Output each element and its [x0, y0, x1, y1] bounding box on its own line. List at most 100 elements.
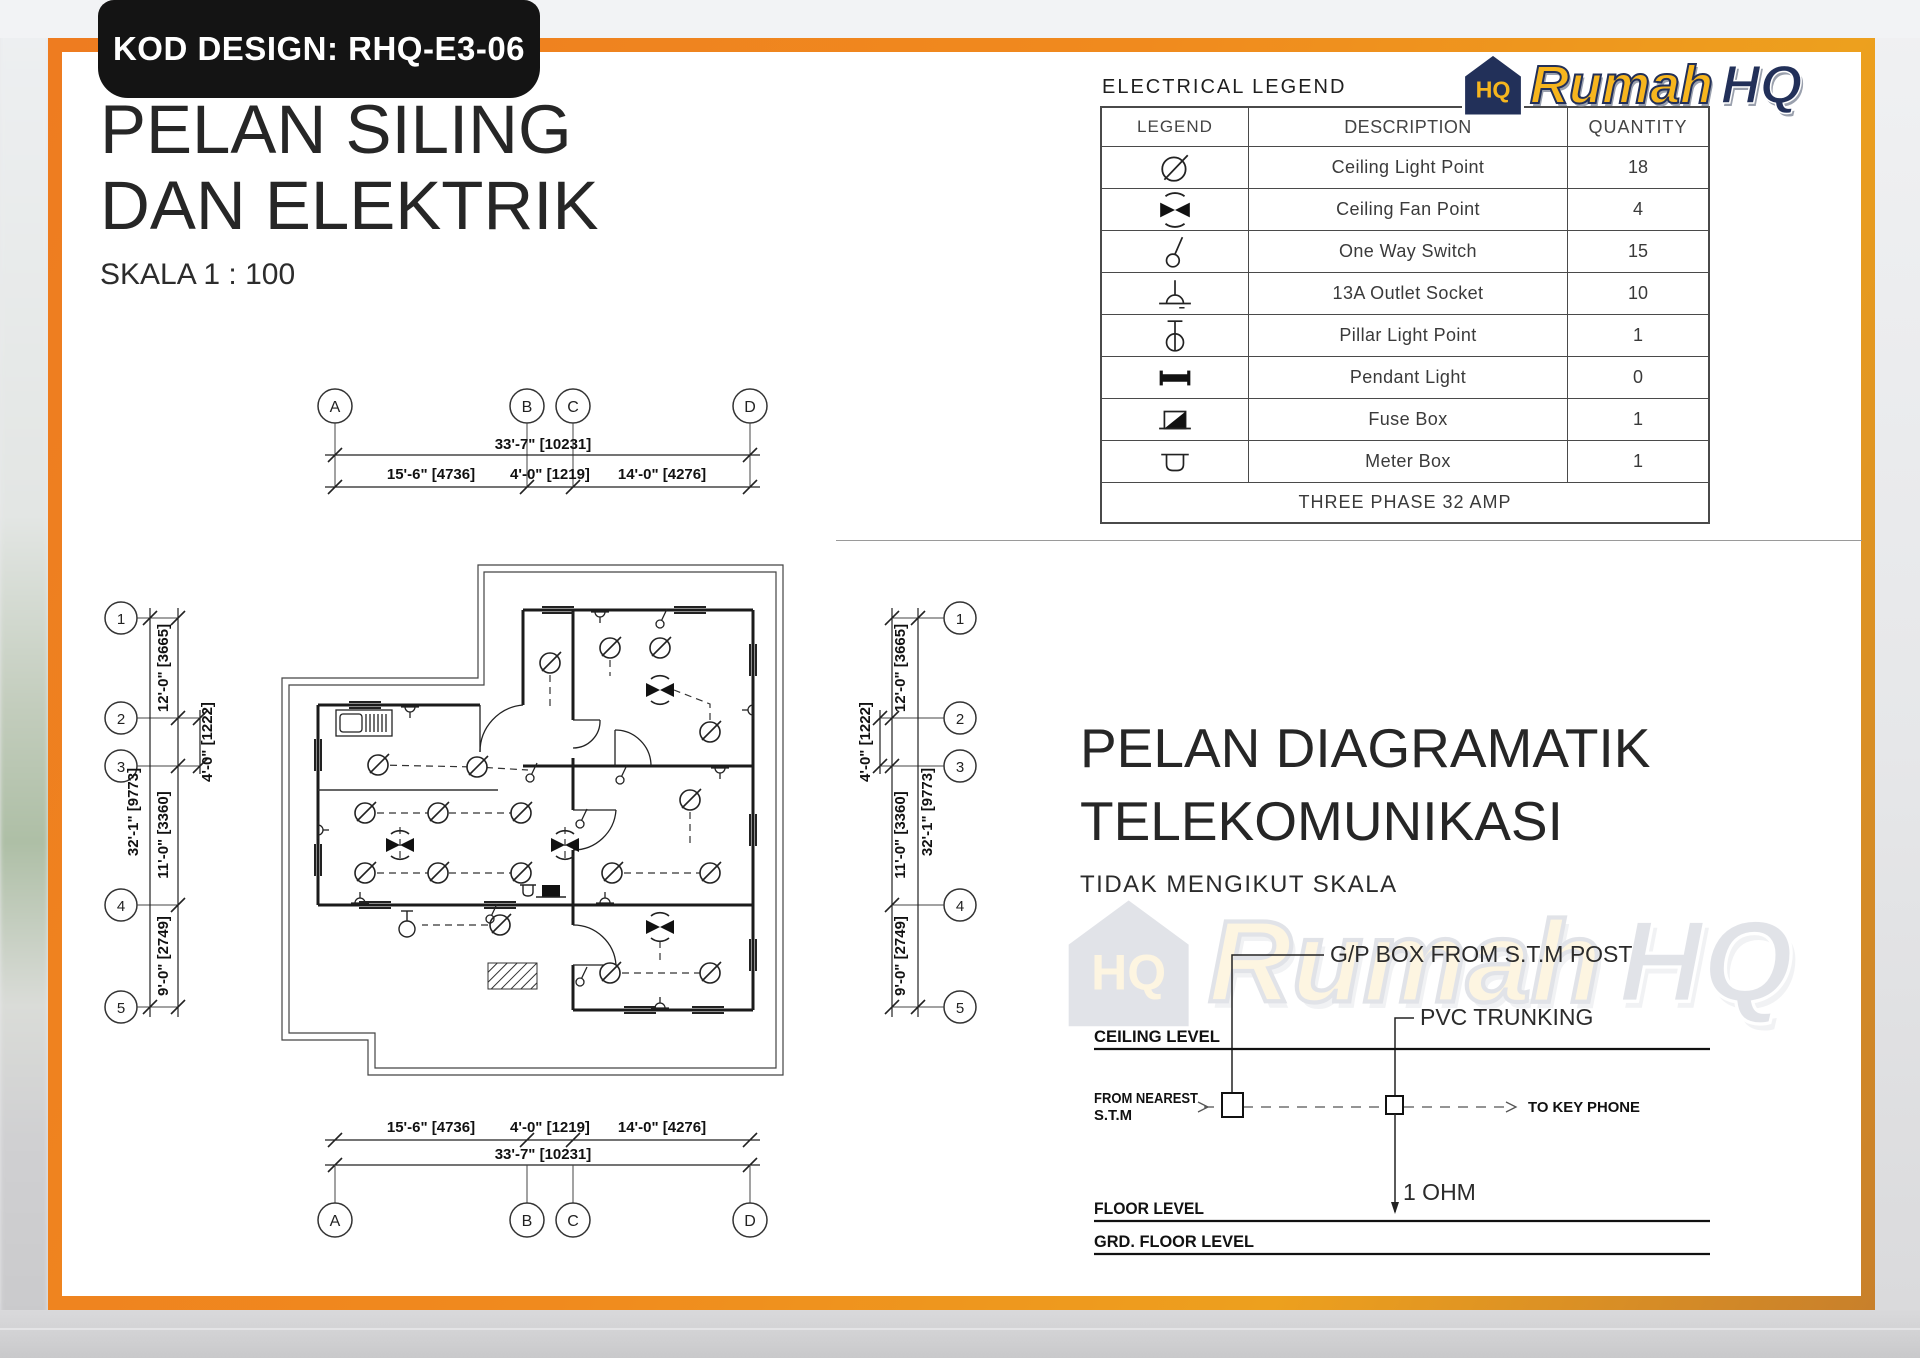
- brand-rumah-text: Rumah: [1529, 54, 1714, 116]
- svg-text:32'-1" [9773]: 32'-1" [9773]: [125, 768, 142, 856]
- svg-text:33'-7" [10231]: 33'-7" [10231]: [495, 1146, 592, 1163]
- from-nearest-label2: S.T.M: [1094, 1107, 1132, 1124]
- svg-text:C: C: [567, 1213, 579, 1230]
- ohm-label: 1 OHM: [1403, 1179, 1476, 1205]
- bottom-dimension-chain: 15'-6" [4736] 4'-0" [1219] 14'-0" [4276]…: [317, 1119, 768, 1238]
- grid-bubble-D: D: [744, 399, 756, 416]
- background-photo-pavement: [0, 1310, 1920, 1358]
- svg-text:12'-0" [3665]: 12'-0" [3665]: [155, 624, 172, 712]
- earth-arrowhead: [1391, 1202, 1399, 1214]
- dim-top-seg2: 4'-0" [1219]: [510, 466, 590, 483]
- svg-text:HQ: HQ: [1091, 945, 1166, 1001]
- dim-top-overall: 33'-7" [10231]: [495, 436, 592, 453]
- svg-text:32'-1" [9773]: 32'-1" [9773]: [919, 768, 936, 856]
- telecom-subtitle: TIDAK MENGIKUT SKALA: [1080, 871, 1398, 899]
- svg-text:11'-0" [3360]: 11'-0" [3360]: [155, 791, 172, 878]
- telecom-title-line1: PELAN DIAGRAMATIK: [1080, 717, 1651, 779]
- sheet-title-block: PELAN SILING DAN ELEKTRIK SKALA 1 : 100: [100, 92, 598, 292]
- svg-text:15'-6" [4736]: 15'-6" [4736]: [387, 1119, 475, 1136]
- page-title-line2: DAN ELEKTRIK: [100, 166, 599, 244]
- top-dimension-chain: A B C D 33'-7" [10231] 15'-6" [4736] 4'-…: [317, 388, 768, 495]
- grid-bubble-2: 2: [117, 711, 125, 728]
- outlet-socket-13a-icon: [1102, 273, 1249, 314]
- table-row: Ceiling Fan Point 4: [1102, 188, 1708, 230]
- grid-bubble-C: C: [567, 399, 579, 416]
- table-row: Pendant Light 0: [1102, 356, 1708, 398]
- grd-floor-level-label: GRD. FLOOR LEVEL: [1094, 1232, 1254, 1251]
- pvc-trunking-label: PVC TRUNKING: [1420, 1004, 1593, 1030]
- brand-hq-text: HQ: [1720, 54, 1803, 116]
- section-divider: [836, 540, 1862, 541]
- col-description: DESCRIPTION: [1249, 108, 1568, 146]
- meter-box-icon: [1102, 441, 1249, 482]
- roof-outline: [281, 564, 784, 1076]
- floor-level-label: FLOOR LEVEL: [1094, 1199, 1204, 1218]
- fuse-meter-boxes: [520, 884, 566, 898]
- right-dimension-chain: 1 2 3 4 5 12'-0" [3665] 11'-0" [3360] 9'…: [857, 601, 977, 1024]
- telecom-diagram: G/P BOX FROM S.T.M POST PVC TRUNKING CEI…: [1094, 941, 1710, 1256]
- orange-frame: [48, 38, 1875, 1310]
- svg-text:4'-0" [1222]: 4'-0" [1222]: [199, 702, 216, 782]
- house-icon: HQ: [1062, 892, 1196, 1033]
- pillar-light-point-icon: [1102, 315, 1249, 356]
- one-way-switch-icon: [1102, 231, 1249, 272]
- svg-text:1: 1: [956, 611, 964, 628]
- scale-note: SKALA 1 : 100: [100, 257, 296, 291]
- design-code-label: KOD DESIGN: RHQ-E3-06: [112, 30, 526, 67]
- svg-text:D: D: [744, 1213, 756, 1230]
- gp-box-label: G/P BOX FROM S.T.M POST: [1330, 941, 1632, 967]
- grid-bubble-5: 5: [117, 1000, 125, 1017]
- grid-bubble-A: A: [330, 399, 341, 416]
- wiring-dashed-lines: [365, 648, 711, 974]
- grid-bubble-3: 3: [117, 759, 125, 776]
- telecom-title-block: PELAN DIAGRAMATIK TELEKOMUNIKASI TIDAK M…: [1080, 712, 1651, 899]
- background-photo-left: [0, 0, 48, 1358]
- table-row: Pillar Light Point 1: [1102, 314, 1708, 356]
- pvc-box: [1385, 1095, 1404, 1115]
- svg-text:5: 5: [956, 1000, 964, 1017]
- house-icon: HQ: [1462, 52, 1524, 118]
- kitchen-sink: [335, 709, 393, 737]
- ceiling-fan-point-icon: [1102, 189, 1249, 230]
- fuse-box-icon: [1102, 399, 1249, 440]
- svg-text:4'-0" [1222]: 4'-0" [1222]: [857, 702, 874, 782]
- one-way-switches: [485, 608, 668, 987]
- rumahhq-watermark: HQ Rumah HQ: [1062, 892, 1795, 1034]
- table-row: 13A Outlet Socket 10: [1102, 272, 1708, 314]
- grid-bubble-B: B: [522, 399, 533, 416]
- dim-top-seg3: 14'-0" [4276]: [618, 466, 706, 483]
- legend-footer-row: THREE PHASE 32 AMP: [1102, 482, 1708, 522]
- to-key-phone-label: TO KEY PHONE: [1528, 1099, 1640, 1116]
- svg-text:4: 4: [956, 898, 964, 915]
- walls: [316, 608, 755, 1012]
- page-title-line1: PELAN SILING: [100, 91, 572, 168]
- rumahhq-logo: HQ Rumah HQ: [1462, 52, 1803, 118]
- ceiling-electrical-floor-plan: A B C D 33'-7" [10231] 15'-6" [4736] 4'-…: [104, 388, 977, 1238]
- svg-text:2: 2: [956, 711, 964, 728]
- entry-step-hatch: [487, 962, 538, 990]
- svg-text:9'-0" [2749]: 9'-0" [2749]: [155, 916, 172, 996]
- svg-text:9'-0" [2749]: 9'-0" [2749]: [892, 916, 909, 996]
- svg-text:12'-0" [3665]: 12'-0" [3665]: [892, 624, 909, 712]
- white-sheet: [62, 52, 1861, 1296]
- dim-top-seg1: 15'-6" [4736]: [387, 466, 475, 483]
- svg-text:A: A: [330, 1213, 341, 1230]
- house-monogram: HQ: [1476, 76, 1511, 102]
- design-code-badge: KOD DESIGN: RHQ-E3-06: [98, 0, 540, 98]
- pendant-light-icon: [1102, 357, 1249, 398]
- from-nearest-label1: FROM NEAREST: [1094, 1090, 1198, 1107]
- svg-text:11'-0" [3360]: 11'-0" [3360]: [892, 791, 909, 878]
- svg-text:B: B: [522, 1213, 533, 1230]
- grid-bubble-4: 4: [117, 898, 125, 915]
- table-row: Fuse Box 1: [1102, 398, 1708, 440]
- left-dimension-chain: 1 2 3 4 5 32'-1" [9773] 12'-0" [3665] 11…: [104, 601, 216, 1024]
- table-row: One Way Switch 15: [1102, 230, 1708, 272]
- background-photo-right: [1875, 0, 1920, 1358]
- svg-text:3: 3: [956, 759, 964, 776]
- table-row: Ceiling Light Point 18: [1102, 146, 1708, 188]
- ceiling-level-label: CEILING LEVEL: [1094, 1027, 1220, 1046]
- col-quantity: QUANTITY: [1588, 116, 1688, 137]
- grid-bubble-1: 1: [117, 611, 125, 628]
- electrical-legend-title: ELECTRICAL LEGEND: [1102, 76, 1347, 98]
